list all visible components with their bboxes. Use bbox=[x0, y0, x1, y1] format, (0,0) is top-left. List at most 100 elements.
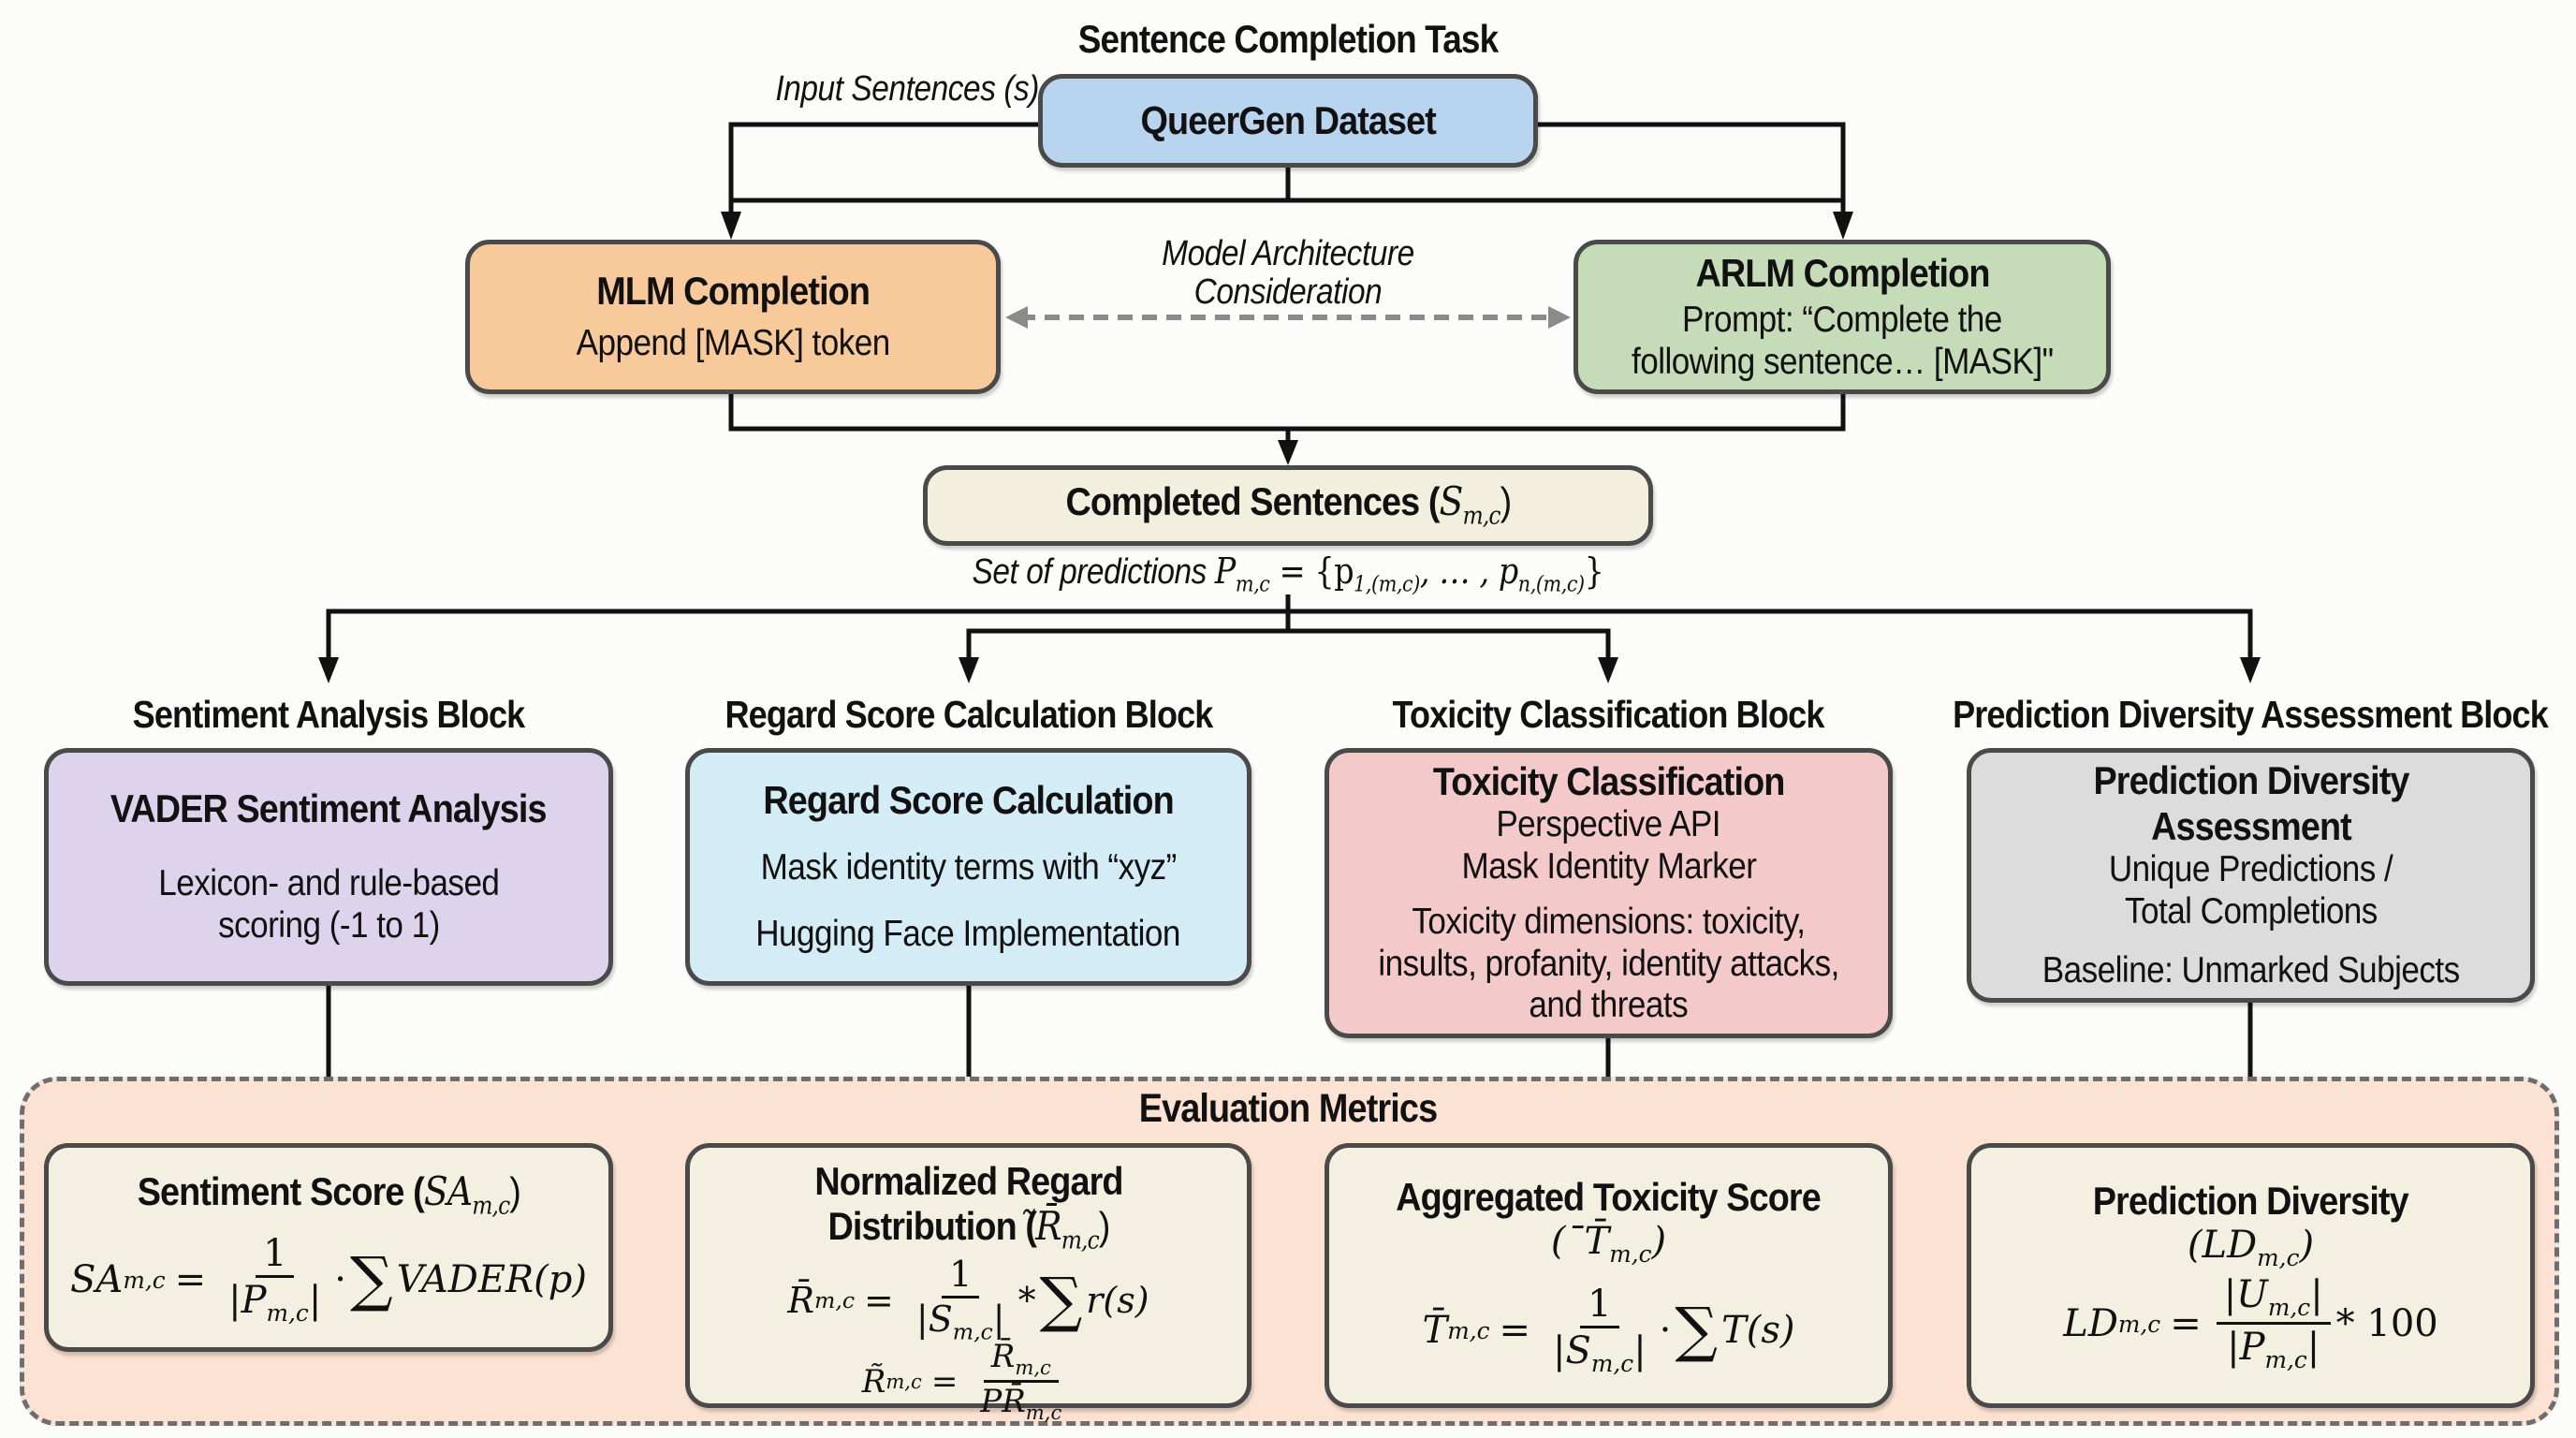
fraction2-numerator: R̄m,c bbox=[983, 1340, 1059, 1383]
fraction-denominator: |Pm,c| bbox=[228, 1279, 322, 1328]
predictions-set-open: = {p bbox=[1269, 550, 1354, 592]
architecture-label: Model Architecture Consideration bbox=[1054, 234, 1522, 313]
fraction-denominator: |Pm,c| bbox=[2227, 1326, 2320, 1374]
wire-outer-bus bbox=[326, 609, 2253, 660]
predictions-symbol: Pm,c = {p1,(m,c), … , pn,(m,c)} bbox=[1214, 550, 1604, 597]
formula-lhs-sub: m,c bbox=[2117, 1310, 2161, 1338]
regard-fraction: 1 |Sm,c| bbox=[909, 1255, 1013, 1345]
wire-inner-bus bbox=[966, 628, 1611, 660]
den-sub: m,c bbox=[266, 1299, 309, 1328]
diversity-metric-title: Prediction Diversity bbox=[2092, 1178, 2409, 1223]
regard-formula-2: R̃m,c = R̄m,c PR̄m,c bbox=[862, 1340, 1076, 1423]
block-header-text: Regard Score Calculation Block bbox=[724, 693, 1214, 736]
regard-formula-1: R̄m,c = 1 |Sm,c| * ∑ r(s) bbox=[787, 1255, 1149, 1345]
toxicity-classification-box: Toxicity Classification Perspective API … bbox=[1325, 748, 1893, 1038]
input-label-text: Input Sentences (s) bbox=[775, 69, 1039, 109]
regard-fraction-2: R̄m,c PR̄m,c bbox=[973, 1340, 1069, 1423]
regard-symbol-main: ̃R̄ bbox=[1035, 1203, 1062, 1250]
operator: · bbox=[334, 1258, 347, 1302]
sum-symbol: ∑ bbox=[350, 1245, 393, 1315]
mlm-line: Append [MASK] token bbox=[576, 323, 890, 364]
regard-title: Regard Score Calculation bbox=[763, 778, 1174, 822]
formula-lhs: SA bbox=[70, 1258, 124, 1302]
diversity-fraction: |Um,c| |Pm,c| bbox=[2216, 1273, 2331, 1374]
den-sub: m,c bbox=[2264, 1346, 2307, 1374]
normalized-regard-box: Normalized Regard Distribution (̃R̄m,c) … bbox=[685, 1143, 1251, 1423]
sentiment-score-title: Sentiment Score (SAm,c) bbox=[137, 1168, 521, 1221]
regard-score-box: Regard Score Calculation Mask identity t… bbox=[685, 748, 1251, 986]
formula-lhs: R̄ bbox=[787, 1279, 815, 1321]
sentiment-symbol-sub: m,c bbox=[471, 1192, 510, 1221]
regard-line-2: Hugging Face Implementation bbox=[755, 914, 1181, 955]
completed-title-text: Completed Sentences ( bbox=[1065, 479, 1440, 524]
sentiment-fraction: 1 |Pm,c| bbox=[221, 1234, 329, 1326]
formula-lhs-sub: m,c bbox=[814, 1286, 856, 1313]
den2-text: PR̄ bbox=[980, 1382, 1026, 1420]
arlm-line-1: Prompt: “Complete the bbox=[1682, 299, 2002, 340]
toxicity-line-1: Perspective API bbox=[1496, 804, 1721, 845]
completed-title: Completed Sentences (Sm,c) bbox=[1065, 478, 1512, 531]
toxicity-line-2: Mask Identity Marker bbox=[1461, 845, 1756, 887]
vader-line-2: scoring (-1 to 1) bbox=[217, 905, 440, 946]
arrowhead-completed bbox=[1278, 440, 1298, 465]
prediction-diversity-box: Prediction Diversity Assessment Unique P… bbox=[1967, 748, 2535, 1003]
arlm-line-2: following sentence… [MASK]" bbox=[1631, 341, 2054, 382]
block-header-text: Sentiment Analysis Block bbox=[132, 693, 526, 736]
diversity-line-2: Total Completions bbox=[2124, 890, 2378, 932]
regard-metric-symbol: ̃R̄m,c bbox=[1035, 1203, 1100, 1255]
sentiment-title-text: Sentiment Score ( bbox=[137, 1168, 424, 1213]
sum-term: r(s) bbox=[1086, 1279, 1149, 1321]
fraction2-denominator: PR̄m,c bbox=[973, 1383, 1069, 1423]
operator: * bbox=[1017, 1279, 1036, 1321]
regard-line-1: Mask identity terms with “xyz” bbox=[760, 847, 1177, 888]
predictions-set-close: } bbox=[1584, 550, 1604, 592]
fraction-denominator: |Sm,c| bbox=[915, 1298, 1005, 1345]
diagram-title: Sentence Completion Task bbox=[914, 17, 1662, 62]
completed-symbol-sub: m,c bbox=[1462, 502, 1500, 531]
fraction-numerator: 1 bbox=[255, 1234, 295, 1279]
mlm-title: MLM Completion bbox=[596, 268, 871, 313]
architecture-arrowhead-right bbox=[1548, 306, 1571, 329]
completed-sentences-box: Completed Sentences (Sm,c) bbox=[923, 465, 1653, 546]
arrowhead-sentiment bbox=[318, 657, 339, 683]
completed-symbol: Sm,c bbox=[1439, 478, 1500, 531]
block-header-text: Prediction Diversity Assessment Block bbox=[1953, 693, 2549, 736]
toxicity-symbol-main: ¯T̄ bbox=[1565, 1220, 1610, 1264]
sum-term: VADER(p) bbox=[396, 1258, 587, 1302]
formula2-lhs-sub: m,c bbox=[886, 1370, 922, 1394]
arrowhead-arlm bbox=[1833, 212, 1853, 240]
sum-term: T(s) bbox=[1721, 1309, 1795, 1353]
sentiment-symbol: SAm,c bbox=[423, 1168, 509, 1220]
fraction-numerator: |Um,c| bbox=[2216, 1273, 2331, 1326]
architecture-label-line-2: Consideration bbox=[1193, 272, 1383, 312]
diversity-title: Prediction Diversity Assessment bbox=[2092, 758, 2409, 848]
toxicity-line-5: and threats bbox=[1529, 985, 1689, 1026]
regard-symbol-sub: m,c bbox=[1061, 1226, 1099, 1255]
num-text: |U bbox=[2223, 1273, 2268, 1316]
diversity-line-1: Unique Predictions / bbox=[2108, 849, 2393, 890]
den-text: |S bbox=[1553, 1329, 1591, 1373]
den-text: |P bbox=[2227, 1326, 2265, 1370]
sentiment-close: ) bbox=[508, 1168, 521, 1213]
toxicity-title: Toxicity Classification bbox=[1432, 758, 1786, 803]
arrowhead-regard bbox=[959, 657, 979, 683]
predictions-p: P bbox=[1214, 550, 1237, 592]
block-header-diversity: Prediction Diversity Assessment Block bbox=[1829, 693, 2576, 737]
sentiment-formula: SA m,c = 1 |Pm,c| · ∑ VADER(p) bbox=[70, 1234, 587, 1326]
fraction-numerator: 1 bbox=[942, 1255, 980, 1299]
toxicity-symbol-sub: m,c bbox=[1609, 1240, 1652, 1269]
num2-sub: m,c bbox=[1015, 1355, 1051, 1379]
arlm-title: ARLM Completion bbox=[1694, 250, 1990, 295]
equals-sign: = bbox=[174, 1258, 207, 1302]
block-header-sentiment: Sentiment Analysis Block bbox=[0, 693, 703, 737]
vader-title: VADER Sentiment Analysis bbox=[110, 786, 548, 830]
input-sentences-label: Input Sentences (s) bbox=[711, 69, 1039, 110]
architecture-arrowhead-left bbox=[1005, 306, 1028, 329]
equals-sign: = bbox=[864, 1279, 894, 1321]
queergen-dataset-box: QueerGen Dataset bbox=[1038, 74, 1538, 168]
toxicity-line-3: Toxicity dimensions: toxicity, bbox=[1412, 901, 1806, 942]
predictions-prefix: Set of predictions bbox=[972, 552, 1215, 592]
den-text: |P bbox=[228, 1279, 267, 1323]
